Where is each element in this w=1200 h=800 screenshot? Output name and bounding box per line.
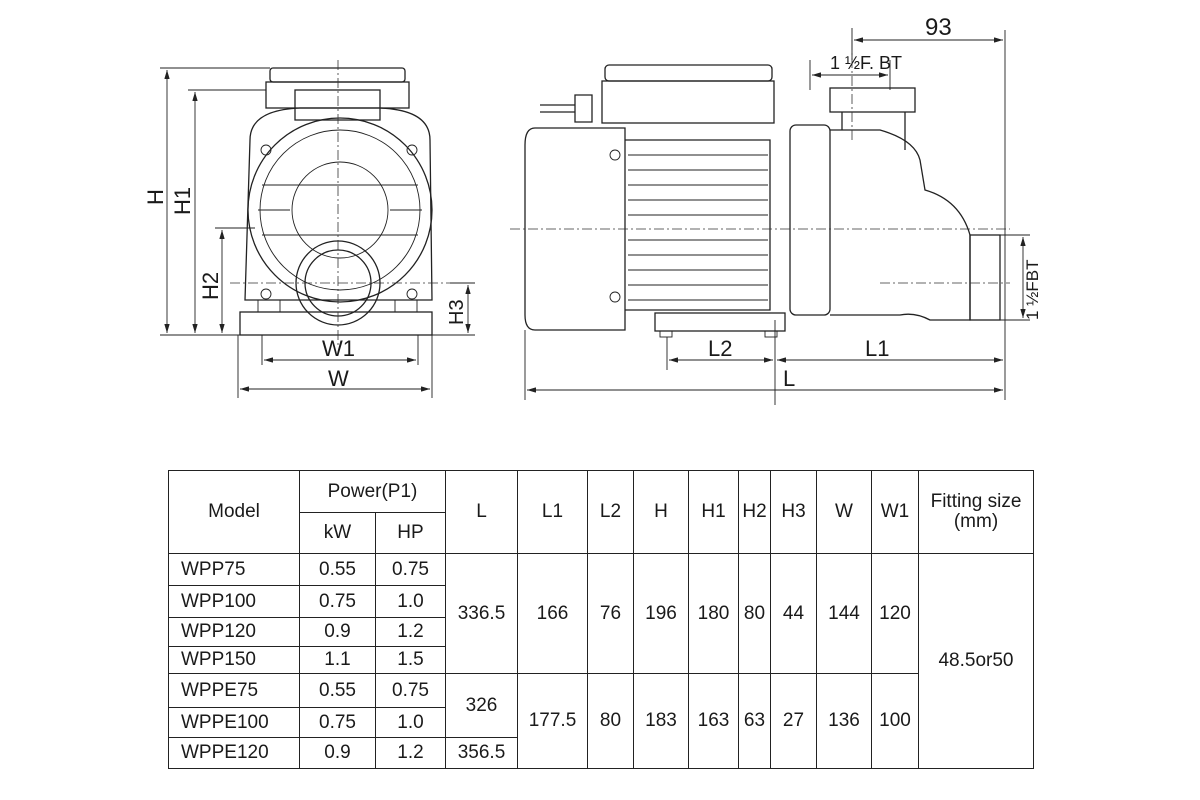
hp-cell: 1.0 [375, 585, 446, 618]
table-row: WPP100 0.75 1.0 [168, 585, 1034, 618]
H-cell: 196 [633, 553, 689, 674]
header-hp: HP [375, 512, 446, 554]
hp-cell: 1.2 [375, 617, 446, 647]
kw-cell: 0.9 [299, 737, 376, 769]
table-row: WPP75 0.55 0.75 336.5 166 76 196 180 80 … [168, 553, 1034, 769]
header-power: Power(P1) [299, 470, 446, 513]
dim-label-H: H [143, 189, 168, 205]
header-H1: H1 [688, 470, 739, 554]
header-kw: kW [299, 512, 376, 554]
W-cell: 136 [816, 673, 872, 769]
W-cell: 144 [816, 553, 872, 674]
H2-cell: 80 [738, 553, 771, 674]
header-L: L [445, 470, 518, 554]
table-row: WPP120 0.9 1.2 [168, 617, 1034, 647]
table-row: WPPE120 0.9 1.2 356.5 [168, 737, 1034, 769]
model-cell: WPP120 [168, 617, 300, 647]
table-row: WPP150 1.1 1.5 [168, 646, 1034, 674]
fitting-label: Fitting size [930, 491, 1022, 513]
fitting-cell: 48.5or50 [918, 553, 1034, 769]
kw-cell: 0.55 [299, 673, 376, 708]
W1-cell: 100 [871, 673, 919, 769]
header-L2: L2 [587, 470, 634, 554]
dim-label-L: L [783, 366, 795, 391]
L2-cell: 76 [587, 553, 634, 674]
dim-label-H1: H1 [170, 187, 195, 215]
W1-cell: 120 [871, 553, 919, 674]
model-cell: WPPE75 [168, 673, 300, 708]
hp-cell: 0.75 [375, 553, 446, 586]
specification-table: Model Power(P1) L L1 L2 H H1 H2 H3 W W1 … [168, 470, 1034, 769]
header-H: H [633, 470, 689, 554]
model-cell: WPP100 [168, 585, 300, 618]
hp-cell: 1.5 [375, 646, 446, 674]
kw-cell: 0.75 [299, 585, 376, 618]
H2-cell: 63 [738, 673, 771, 769]
fitting-unit: (mm) [953, 511, 999, 532]
hp-cell: 0.75 [375, 673, 446, 708]
kw-cell: 0.75 [299, 707, 376, 738]
dim-label-H3: H3 [446, 299, 468, 325]
L2-cell: 80 [587, 673, 634, 769]
side-view: 93 1 ½F. BT 1 ½FBT L2 L1 L [510, 14, 1042, 405]
hp-cell: 1.0 [375, 707, 446, 738]
L1-cell: 177.5 [517, 673, 588, 769]
H3-cell: 44 [770, 553, 817, 674]
dim-label-93: 93 [925, 14, 952, 41]
table-row: WPPE75 0.55 0.75 326 177.5 80 183 163 63… [168, 673, 1034, 769]
dim-label-outlet: 1 ½FBT [1023, 260, 1042, 320]
H1-cell: 180 [688, 553, 739, 674]
dim-label-W: W [328, 366, 349, 391]
L1-cell: 166 [517, 553, 588, 674]
dim-label-W1: W1 [322, 336, 355, 361]
header-H2: H2 [738, 470, 771, 554]
header-fitting: Fitting size(mm) [918, 470, 1034, 554]
kw-cell: 0.55 [299, 553, 376, 586]
hp-cell: 1.2 [375, 737, 446, 769]
H1-cell: 163 [688, 673, 739, 769]
H3-cell: 27 [770, 673, 817, 769]
header-W: W [816, 470, 872, 554]
front-view: H H1 H2 H3 W1 W [143, 60, 475, 398]
model-cell: WPPE100 [168, 707, 300, 738]
model-cell: WPP150 [168, 646, 300, 674]
L-cell: 326 [445, 673, 518, 738]
H-cell: 183 [633, 673, 689, 769]
kw-cell: 1.1 [299, 646, 376, 674]
header-H3: H3 [770, 470, 817, 554]
dim-label-H2: H2 [198, 272, 223, 300]
header-L1: L1 [517, 470, 588, 554]
dim-label-L2: L2 [708, 336, 732, 361]
dim-label-inlet: 1 ½F. BT [830, 53, 902, 73]
pump-dimension-drawing: H H1 H2 H3 W1 W 93 1 ½F. BT 1 ½FBT L2 [143, 14, 1042, 405]
model-cell: WPPE120 [168, 737, 300, 769]
model-cell: WPP75 [168, 553, 300, 586]
L-cell: 336.5 [445, 553, 518, 674]
kw-cell: 0.9 [299, 617, 376, 647]
dim-label-L1: L1 [865, 336, 889, 361]
L-cell: 356.5 [445, 737, 518, 769]
header-W1: W1 [871, 470, 919, 554]
header-model: Model [168, 470, 300, 554]
